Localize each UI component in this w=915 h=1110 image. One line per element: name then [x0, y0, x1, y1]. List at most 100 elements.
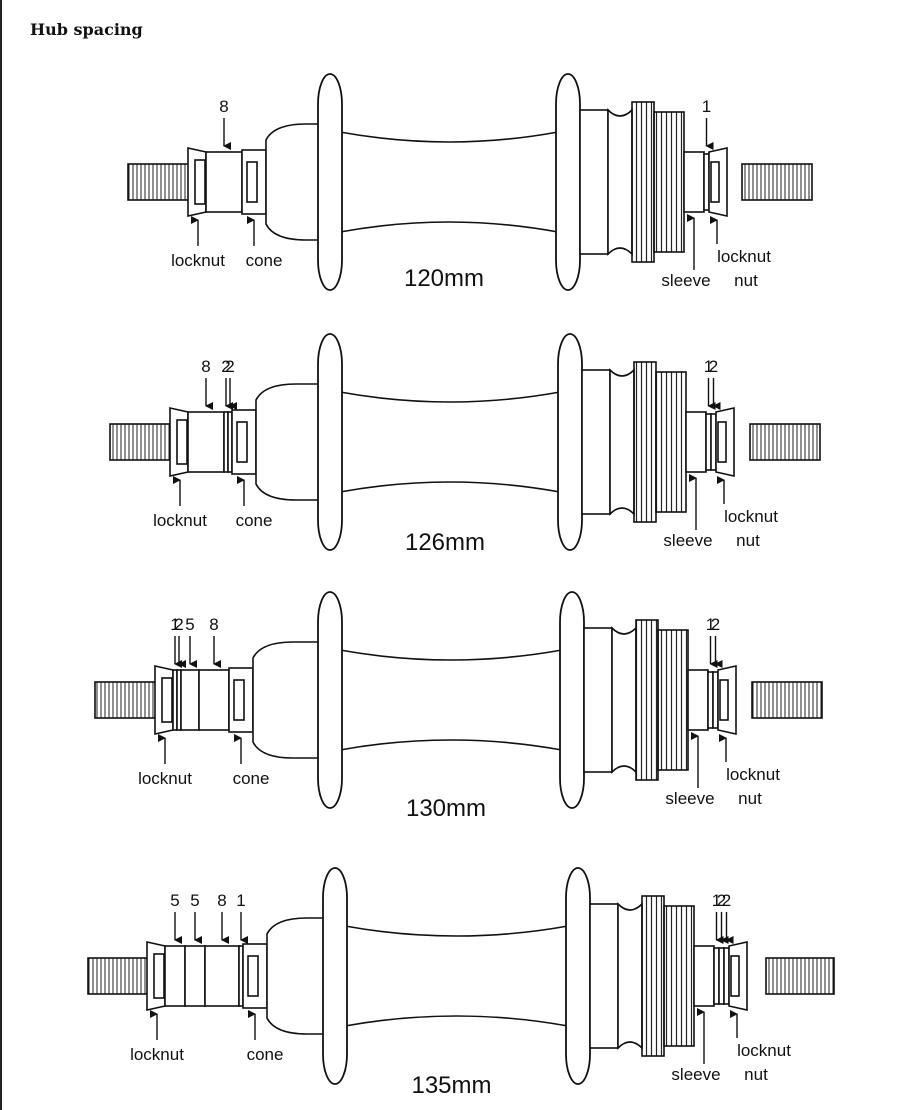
flange-right — [565, 867, 591, 1085]
axle-thread-right — [749, 423, 821, 461]
spacer-left — [198, 669, 230, 731]
thread-section-1 — [633, 361, 657, 523]
hub-shoulder-right — [589, 903, 619, 1049]
spacer-size-label: 2 — [225, 357, 234, 376]
flange-right — [559, 591, 585, 809]
sleeve-label: sleeve — [663, 531, 712, 550]
page-title: Hub spacing — [30, 20, 143, 39]
axle-thread-right — [765, 957, 835, 995]
spacer-size-label: 1 — [712, 891, 721, 910]
spacer-size-label: 2 — [174, 615, 183, 634]
axle-thread-left — [109, 423, 181, 461]
locknut-right-slot — [717, 421, 727, 463]
thread-section-1 — [631, 101, 655, 263]
locknut-left-slot — [153, 953, 165, 999]
nut-label: nut — [734, 271, 758, 290]
locknut-label: locknut — [130, 1045, 184, 1064]
axle-thread-right — [741, 163, 813, 201]
thread-section-2 — [657, 629, 689, 771]
flange-right — [555, 73, 581, 291]
cone-left-slot — [233, 679, 245, 721]
spacer-size-label: 8 — [209, 615, 218, 634]
thread-section-2 — [655, 371, 687, 513]
spacer-size-label: 1 — [702, 97, 711, 116]
flange-left — [317, 73, 343, 291]
spacer-size-label: 1 — [706, 615, 715, 634]
hub-width-label: 130mm — [406, 795, 486, 822]
spacer-size-label: 5 — [190, 891, 199, 910]
sleeve — [687, 669, 709, 731]
spacer-left — [204, 945, 240, 1007]
hub-groove — [611, 626, 637, 774]
spacer-size-label: 2 — [221, 357, 230, 376]
locknut-label: locknut — [171, 251, 225, 270]
cone-label: cone — [246, 251, 283, 270]
sleeve-label: sleeve — [661, 271, 710, 290]
sleeve-label: sleeve — [665, 789, 714, 808]
flange-right — [557, 333, 583, 551]
spacer-size-label: 2 — [722, 891, 731, 910]
cone-label: cone — [236, 511, 273, 530]
spacer-size-label: 2 — [711, 615, 720, 634]
spacer-size-label: 1 — [170, 615, 179, 634]
hub-shoulder-right — [579, 109, 609, 255]
spacer-size-label: 5 — [185, 615, 194, 634]
hub-groove — [607, 108, 633, 256]
locknut-label: locknut — [726, 765, 780, 784]
spacer-left — [205, 151, 243, 213]
cone-left-slot — [246, 161, 258, 203]
locknut-label: locknut — [717, 247, 771, 266]
flange-left — [317, 591, 343, 809]
hub-width-label: 120mm — [404, 265, 484, 292]
locknut-label: locknut — [138, 769, 192, 788]
locknut-label: locknut — [153, 511, 207, 530]
locknut-left-slot — [194, 159, 206, 205]
hub-shoulder-right — [581, 369, 611, 515]
spacer-left — [164, 945, 186, 1007]
locknut-label: locknut — [737, 1041, 791, 1060]
spacer-size-label: 8 — [219, 97, 228, 116]
spacer-left — [187, 411, 225, 473]
hub-groove — [609, 368, 635, 516]
hub-width-label: 135mm — [411, 1072, 491, 1099]
hub-shoulder-right — [583, 627, 613, 773]
spacer-left — [180, 669, 200, 731]
spacer-size-label: 2 — [717, 891, 726, 910]
spacer-size-label: 8 — [201, 357, 210, 376]
thread-section-1 — [641, 895, 665, 1057]
axle-thread-left — [94, 681, 166, 719]
spacer-size-label: 1 — [236, 891, 245, 910]
hub-barrel — [339, 649, 563, 751]
sleeve — [685, 411, 707, 473]
spacer-size-label: 1 — [704, 357, 713, 376]
thread-section-2 — [663, 905, 695, 1047]
locknut-right-slot — [710, 161, 720, 203]
nut-label: nut — [738, 789, 762, 808]
locknut-left-slot — [161, 677, 173, 723]
spacer-size-label: 2 — [709, 357, 718, 376]
locknut-left-slot — [176, 419, 188, 465]
hub-width-label: 126mm — [405, 529, 485, 556]
locknut-label: locknut — [724, 507, 778, 526]
cone-label: cone — [247, 1045, 284, 1064]
cone-label: cone — [233, 769, 270, 788]
flange-left — [317, 333, 343, 551]
cone-left-slot — [247, 955, 259, 997]
cone-left-slot — [236, 421, 248, 463]
hub-groove — [617, 902, 643, 1050]
flange-left — [322, 867, 348, 1085]
hub-assembly: 8 1 locknut cone locknut sleeve nut 120mm — [127, 73, 813, 292]
axle-thread-right — [751, 681, 823, 719]
thread-section-1 — [635, 619, 659, 781]
hub-barrel — [339, 131, 559, 233]
sleeve — [693, 945, 715, 1007]
hub-barrel — [339, 391, 561, 493]
nut-label: nut — [744, 1065, 768, 1084]
spacer-size-label: 8 — [217, 891, 226, 910]
hub-barrel — [344, 925, 569, 1027]
